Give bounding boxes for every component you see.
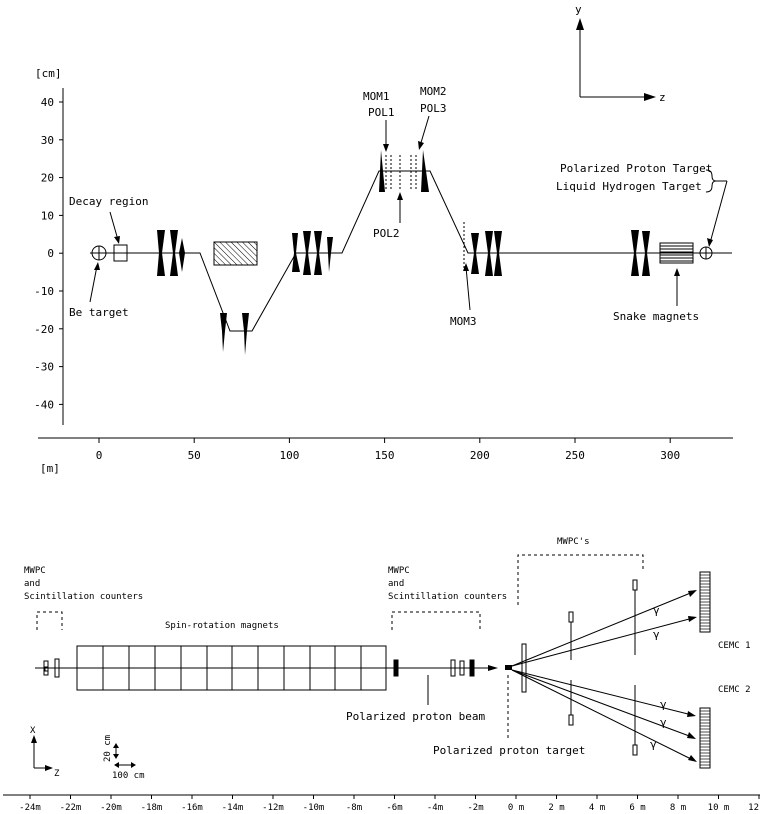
y-tick-label: -10 — [34, 285, 54, 298]
bottom-tick-label: -8m — [346, 803, 362, 813]
label-mwpc-mid-1: MWPC — [388, 566, 410, 576]
label-decay-region: Decay region — [69, 195, 148, 208]
bottom-tick-label: 8 m — [670, 803, 686, 813]
label-liquid-hydrogen-target: Liquid Hydrogen Target — [556, 180, 702, 193]
bottom-tick-label: -18m — [141, 803, 163, 813]
bottom-tick-label: 2 m — [548, 803, 564, 813]
label-polarized-proton-target: Polarized proton target — [433, 744, 585, 757]
y-tick-label: 10 — [41, 209, 54, 222]
x-tick-label: 150 — [375, 449, 395, 462]
label-pol3: POL3 — [420, 102, 447, 115]
quad-group-2 — [220, 313, 249, 355]
x-tick-label: 300 — [660, 449, 680, 462]
label-polarized-proton-beam: Polarized proton beam — [346, 710, 485, 723]
label-mom3: MOM3 — [450, 315, 477, 328]
compass-y-label: y — [575, 3, 582, 16]
bottom-tick-label: -20m — [100, 803, 122, 813]
label-pol2: POL2 — [373, 227, 400, 240]
compass-x-label: X — [30, 726, 36, 736]
bottom-x-ticks: -24m -22m -20m -18m -16m -14m -12m -10m -8m -6m -4… — [19, 795, 764, 813]
x-ticks: 0 50 100 150 200 250 300 — [96, 438, 680, 462]
x-tick-label: 100 — [279, 449, 299, 462]
bottom-tick-label: -4m — [427, 803, 443, 813]
bottom-tick-label: -22m — [60, 803, 82, 813]
quad-group-5 — [463, 222, 502, 276]
y-tick-label: 30 — [41, 134, 54, 147]
polarized-target-symbol — [699, 246, 713, 260]
yz-compass: y z — [575, 3, 666, 104]
polarized-proton-target-block — [505, 665, 512, 670]
scale-bars: 20 cm 100 cm — [103, 735, 145, 781]
x-tick-label: 200 — [470, 449, 490, 462]
label-mwpc-left-1: MWPC — [24, 566, 46, 576]
bottom-tick-label: -14m — [222, 803, 244, 813]
y-tick-label: -20 — [34, 323, 54, 336]
x-tick-label: 0 — [96, 449, 103, 462]
photon-tracks — [511, 590, 697, 762]
compass-z-label: Z — [54, 769, 60, 779]
cemc2 — [699, 707, 711, 769]
bottom-tick-label: -12m — [262, 803, 284, 813]
gamma-4: γ — [660, 716, 667, 729]
scale-100cm-label: 100 cm — [112, 771, 145, 781]
bottom-tick-label: 12 m — [748, 803, 764, 813]
quad-group-6 — [631, 230, 650, 276]
decay-region-box — [113, 244, 128, 262]
y-ticks: 40 30 20 10 0 -10 -20 -30 -40 — [34, 96, 63, 411]
bottom-tick-label: 6 m — [629, 803, 645, 813]
y-tick-label: -40 — [34, 398, 54, 411]
gamma-1: γ — [653, 604, 660, 617]
compass-z-label: z — [659, 91, 666, 104]
xz-compass: X Z — [30, 726, 60, 779]
bottom-tick-label: -2m — [467, 803, 483, 813]
cemc1 — [699, 571, 711, 633]
label-polarized-proton-target: Polarized Proton Target — [560, 162, 712, 175]
quad-group-4 — [379, 150, 429, 192]
y-unit-label: [cm] — [35, 67, 62, 80]
label-spin-rotation: Spin-rotation magnets — [165, 621, 279, 631]
bottom-tick-label: -24m — [19, 803, 41, 813]
quad-group-1 — [157, 230, 185, 276]
label-mwpc-left-3: Scintillation counters — [24, 592, 143, 602]
label-mwpc-mid-2: and — [388, 579, 404, 589]
bottom-tick-label: 0 m — [508, 803, 524, 813]
label-mwpcs: MWPC's — [557, 537, 590, 547]
label-cemc1: CEMC 1 — [718, 641, 751, 651]
bottom-tick-label: 10 m — [708, 803, 730, 813]
gamma-5: γ — [650, 738, 657, 751]
bottom-panel: MWPC and Scintillation counters Spin-rot… — [3, 537, 764, 813]
spin-rotation-magnets — [76, 645, 387, 691]
quad-group-3 — [292, 231, 333, 275]
label-pol1: POL1 — [368, 106, 395, 119]
label-snake-magnets: Snake magnets — [613, 310, 699, 323]
label-be-target: Be target — [69, 306, 129, 319]
x-tick-label: 50 — [188, 449, 201, 462]
label-mwpc-left-2: and — [24, 579, 40, 589]
label-mom1: MOM1 — [363, 90, 390, 103]
y-tick-label: 40 — [41, 96, 54, 109]
label-cemc2: CEMC 2 — [718, 685, 751, 695]
y-tick-label: 0 — [47, 247, 54, 260]
y-tick-label: 20 — [41, 172, 54, 185]
label-mwpc-mid-3: Scintillation counters — [388, 592, 507, 602]
snake-magnets — [659, 242, 694, 264]
x-unit-label: [m] — [40, 462, 60, 475]
bottom-tick-label: 4 m — [589, 803, 605, 813]
bottom-tick-label: -6m — [386, 803, 402, 813]
gamma-2: γ — [653, 628, 660, 641]
label-mom2: MOM2 — [420, 85, 447, 98]
scale-20cm-label: 20 cm — [103, 735, 113, 762]
bottom-tick-label: -16m — [181, 803, 203, 813]
bottom-tick-label: -10m — [303, 803, 325, 813]
gamma-3: γ — [660, 698, 667, 711]
be-target — [91, 245, 107, 261]
y-tick-label: -30 — [34, 361, 54, 374]
bend-magnet-1 — [213, 241, 258, 266]
x-tick-label: 250 — [565, 449, 585, 462]
